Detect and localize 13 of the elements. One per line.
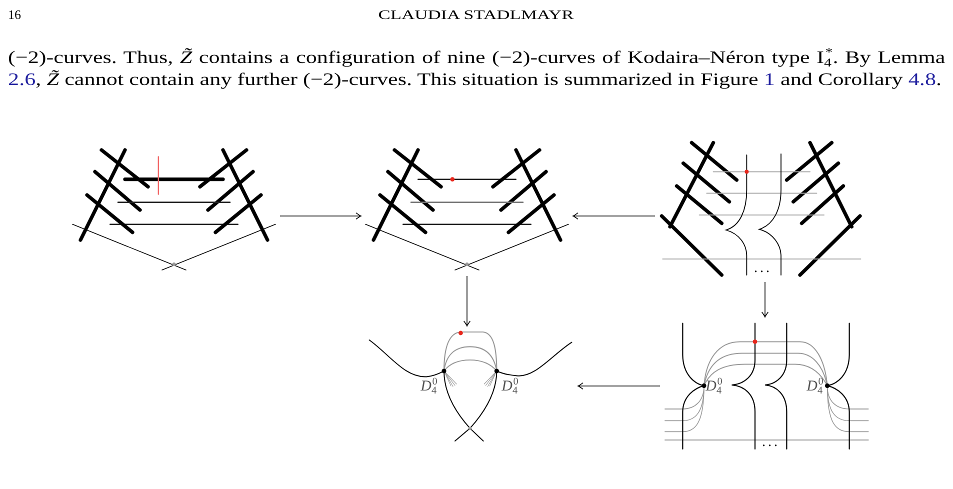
- running-head: CLAUDIA STADLMAYR: [378, 7, 574, 23]
- curve-configuration-drawing: [72, 148, 276, 272]
- curve-configuration-drawing: [367, 330, 574, 443]
- paragraph: (−2)-curves. Thus, Z̃ contains a configuration of nine (−2)-curves of Kodaira–Néron type I$_{4}$$^{*}$. By Lemma 2.6, Z̃ cannot contain any further (−2)-curves. This situation is summarized in Figure 1 and Corollary 4.8.: [8, 46, 946, 90]
- curve-configuration-drawing: [659, 140, 863, 278]
- cross-reference-link: 4.8: [908, 69, 936, 89]
- curve-configuration-drawing: [365, 148, 569, 272]
- page-number: 16: [8, 7, 21, 23]
- curve-configuration-drawing: [664, 321, 870, 451]
- cross-reference-link: 1: [764, 69, 775, 89]
- cross-reference-link: 2.6: [8, 69, 36, 89]
- ellipsis: ...: [754, 262, 772, 276]
- ellipsis: ...: [762, 436, 780, 450]
